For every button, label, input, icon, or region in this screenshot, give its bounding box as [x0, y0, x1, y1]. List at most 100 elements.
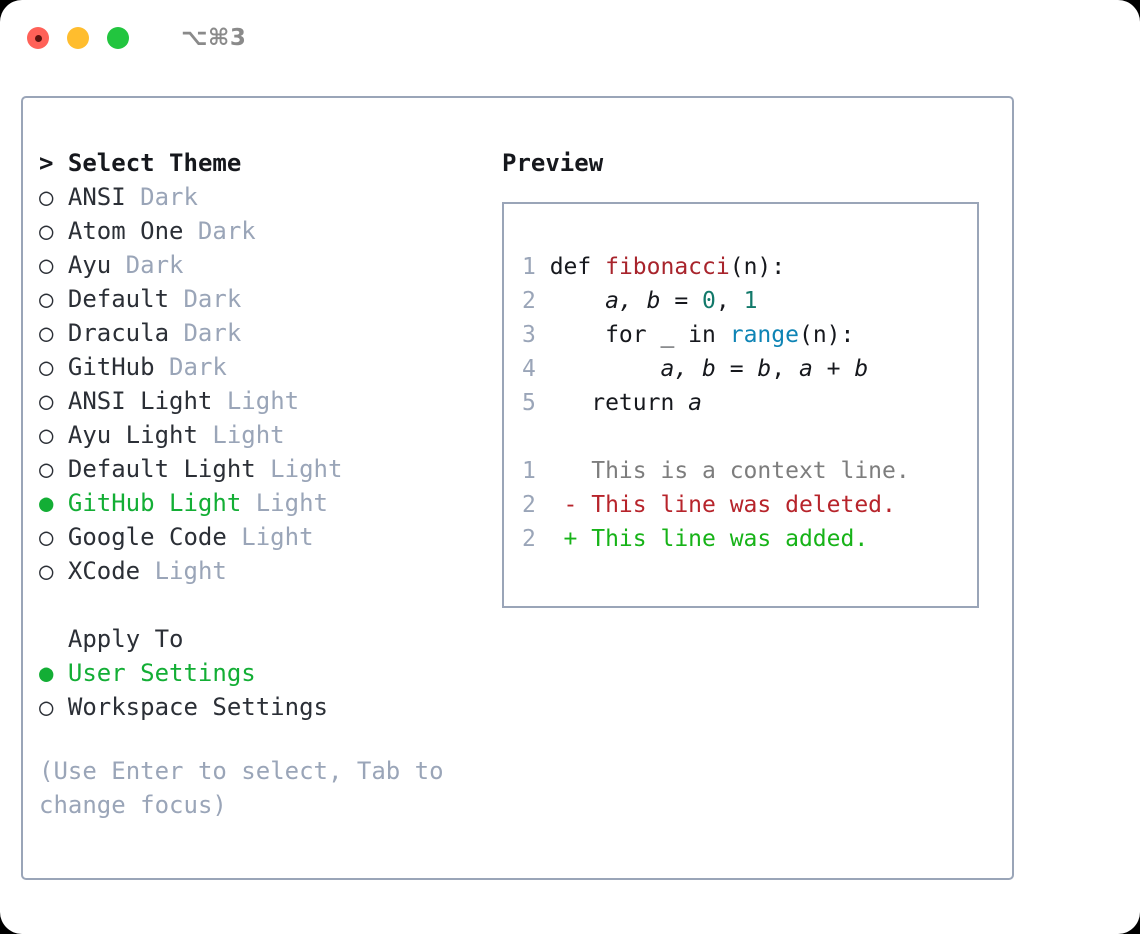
- keyboard-hint-text: (Use Enter to select, Tab to change focu…: [39, 757, 444, 819]
- diff-line-number: 1: [522, 458, 536, 484]
- list-spacer: [39, 588, 499, 622]
- theme-option-label: ANSI: [53, 183, 126, 211]
- code-token: 0: [702, 288, 716, 314]
- radio-unselected-icon: ○: [39, 421, 54, 449]
- theme-option-google-code[interactable]: ○ Google Code Light: [39, 520, 499, 554]
- maximize-button[interactable]: [107, 27, 129, 49]
- select-theme-header: > Select Theme: [39, 146, 499, 180]
- theme-option-label: GitHub: [53, 353, 155, 381]
- code-token: +: [812, 356, 855, 382]
- theme-option-label: ANSI Light: [53, 387, 213, 415]
- theme-option-label: Default Light: [53, 455, 256, 483]
- apply-to-option-workspace-settings[interactable]: ○ Workspace Settings: [39, 690, 499, 724]
- code-line: 1 def fibonacci(n):: [522, 250, 977, 284]
- theme-option-xcode[interactable]: ○ XCode Light: [39, 554, 499, 588]
- prompt-caret-icon: >: [39, 149, 54, 177]
- code-token: a, b: [605, 288, 661, 314]
- close-button[interactable]: [27, 27, 49, 49]
- theme-variant-label: Light: [140, 557, 227, 585]
- theme-variant-label: Dark: [111, 251, 184, 279]
- theme-option-label: Ayu: [53, 251, 112, 279]
- apply-to-option-user-settings[interactable]: ● User Settings: [39, 656, 499, 690]
- code-token: =: [715, 356, 758, 382]
- theme-variant-label: Dark: [169, 285, 242, 313]
- code-token: range: [729, 322, 799, 348]
- radio-unselected-icon: ○: [39, 693, 54, 721]
- code-line: 5 return a: [522, 386, 977, 420]
- code-token: [536, 356, 661, 382]
- code-token: a: [798, 356, 813, 382]
- diff-line-text: This is a context line.: [535, 458, 910, 484]
- radio-unselected-icon: ○: [39, 285, 54, 313]
- theme-option-ayu[interactable]: ○ Ayu Dark: [39, 248, 499, 282]
- title-bar: ⌥⌘3: [0, 0, 1140, 76]
- theme-variant-label: Light: [241, 489, 328, 517]
- diff-line: 2 + This line was added.: [522, 522, 977, 556]
- code-line: 2 a, b = 0, 1: [522, 284, 977, 318]
- radio-unselected-icon: ○: [39, 387, 54, 415]
- window-controls: [27, 27, 129, 49]
- theme-variant-label: Light: [255, 455, 343, 483]
- diff-line-text: - This line was deleted.: [535, 492, 896, 518]
- code-line-number: 3: [522, 322, 536, 348]
- theme-option-label: Default: [53, 285, 170, 313]
- radio-unselected-icon: ○: [39, 251, 54, 279]
- diff-line-text: + This line was added.: [535, 526, 869, 552]
- theme-option-label: XCode: [53, 557, 141, 585]
- code-token: b: [757, 356, 772, 382]
- code-line-number: 1: [522, 254, 536, 280]
- radio-selected-icon: ●: [39, 489, 54, 517]
- code-line-number: 4: [522, 356, 536, 382]
- theme-option-label: Ayu Light: [53, 421, 198, 449]
- theme-variant-label: Light: [197, 421, 285, 449]
- code-token: def: [535, 254, 606, 280]
- theme-selector-column: > Select Theme ○ ANSI Dark○ Atom One Dar…: [39, 146, 499, 822]
- theme-option-ansi-light[interactable]: ○ ANSI Light Light: [39, 384, 499, 418]
- code-diff-gap: [522, 420, 977, 454]
- preview-title: Preview: [502, 149, 604, 177]
- radio-unselected-icon: ○: [39, 557, 54, 585]
- theme-option-github[interactable]: ○ GitHub Dark: [39, 350, 499, 384]
- theme-option-default-light[interactable]: ○ Default Light Light: [39, 452, 499, 486]
- code-token: a, b: [660, 356, 716, 382]
- radio-unselected-icon: ○: [39, 455, 54, 483]
- theme-option-label: Google Code: [53, 523, 227, 551]
- theme-variant-label: Dark: [183, 217, 256, 245]
- theme-option-default[interactable]: ○ Default Dark: [39, 282, 499, 316]
- theme-option-label: Dracula: [53, 319, 170, 347]
- theme-option-ansi[interactable]: ○ ANSI Dark: [39, 180, 499, 214]
- code-token: fibonacci: [605, 254, 730, 280]
- theme-variant-label: Dark: [154, 353, 227, 381]
- theme-option-label: GitHub Light: [53, 489, 242, 517]
- apply-to-option-label: Workspace Settings: [53, 693, 328, 721]
- apply-to-header: Apply To: [39, 625, 184, 653]
- code-line-number: 5: [522, 390, 536, 416]
- theme-option-atom-one[interactable]: ○ Atom One Dark: [39, 214, 499, 248]
- preview-column: Preview 1 def fibonacci(n):2 a, b = 0, 1…: [502, 146, 992, 608]
- theme-variant-label: Light: [226, 523, 314, 551]
- main-panel: > Select Theme ○ ANSI Dark○ Atom One Dar…: [21, 96, 1014, 880]
- theme-option-ayu-light[interactable]: ○ Ayu Light Light: [39, 418, 499, 452]
- code-token: (n):: [798, 322, 855, 348]
- theme-option-dracula[interactable]: ○ Dracula Dark: [39, 316, 499, 350]
- code-token: ,: [771, 356, 799, 382]
- radio-unselected-icon: ○: [39, 217, 54, 245]
- radio-unselected-icon: ○: [39, 319, 54, 347]
- code-token: ,: [715, 288, 744, 314]
- code-line: 4 a, b = b, a + b: [522, 352, 977, 386]
- theme-variant-label: Light: [212, 387, 300, 415]
- code-token: a: [688, 390, 703, 416]
- keyboard-shortcut-label: ⌥⌘3: [181, 24, 247, 51]
- code-token: for _ in: [535, 322, 730, 348]
- apply-to-list[interactable]: ● User Settings○ Workspace Settings: [39, 656, 499, 724]
- minimize-button[interactable]: [67, 27, 89, 49]
- theme-option-github-light[interactable]: ● GitHub Light Light: [39, 486, 499, 520]
- code-token: =: [660, 288, 703, 314]
- theme-list[interactable]: ○ ANSI Dark○ Atom One Dark○ Ayu Dark○ De…: [39, 180, 499, 588]
- radio-unselected-icon: ○: [39, 523, 54, 551]
- code-token: (n):: [729, 254, 786, 280]
- radio-unselected-icon: ○: [39, 183, 54, 211]
